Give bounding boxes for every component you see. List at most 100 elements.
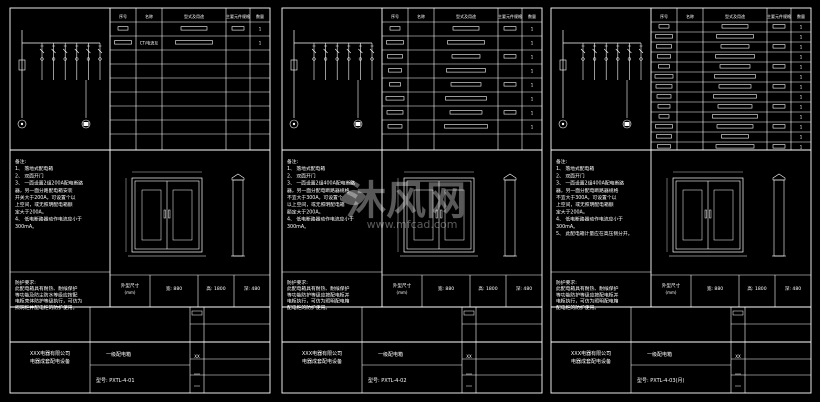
qty-symbol <box>772 24 786 29</box>
note-line: 器，另一面分配电断路器规格 <box>287 187 350 194</box>
remark-line: 防护要求: <box>15 279 36 286</box>
contact-symbol <box>98 57 102 61</box>
cabinet-front <box>672 177 744 253</box>
component-symbol <box>658 64 670 69</box>
component-symbol <box>117 26 129 31</box>
component-symbol <box>655 34 673 39</box>
door-panel-right <box>172 189 193 241</box>
switch-symbol <box>323 48 328 54</box>
table-row-qty: 1 <box>259 27 262 32</box>
switch-symbol <box>86 48 91 54</box>
product-name: 一级配电箱 <box>378 351 403 358</box>
table-row-qty: 1 <box>531 69 534 74</box>
table-row-qty: 1 <box>531 55 534 60</box>
door-panel-left <box>413 189 434 241</box>
dimension-depth: 深: 480 <box>516 285 532 292</box>
table-row-qty: 1 <box>800 95 803 100</box>
switch-symbol <box>311 48 317 54</box>
spec-bar-symbol <box>444 124 488 129</box>
note-line: 备注: <box>287 158 299 165</box>
qty-symbol <box>772 64 786 69</box>
watermark-logo-icon <box>340 189 366 206</box>
note-line: 上空间，或无照明配电箱额 <box>15 201 73 208</box>
qty-symbol <box>503 26 517 31</box>
spec-bar-symbol <box>715 54 755 59</box>
note-line: 3、 一面设置2组400A配电断路 <box>556 180 624 187</box>
remark-line: 此配电箱具有耐热、耐候保护 <box>15 285 78 292</box>
dimension-depth: 深: 480 <box>785 285 801 292</box>
table-header-cell: 数量 <box>256 13 264 19</box>
switch-symbol <box>638 48 644 54</box>
title-cell-text: XX <box>194 354 200 359</box>
watermark-brand: 沐风网 <box>346 178 466 224</box>
table-row-qty: 1 <box>531 125 534 130</box>
spec-bar-symbol <box>716 124 754 129</box>
contact-symbol <box>347 57 351 61</box>
remark-line: 防护要求: <box>287 279 308 286</box>
meter-symbol <box>622 119 632 129</box>
door-handle <box>440 209 443 219</box>
contact-symbol <box>86 57 91 61</box>
dimension-height: 高: 1800 <box>478 285 497 292</box>
table-header-cell: 主要元件规格 <box>498 13 522 19</box>
table-row-qty: 1 <box>800 145 803 150</box>
table-row-qty: 1 <box>800 135 803 140</box>
note-line: 2、 双面开门 <box>287 172 316 179</box>
main-breaker-symbol <box>18 59 26 71</box>
sheet-border <box>281 7 543 394</box>
table-row-qty: 1 <box>259 41 262 46</box>
table-row-qty: 1 <box>800 45 803 50</box>
note-line: 300mA。 <box>287 224 309 230</box>
component-symbol <box>656 94 672 99</box>
note-line: 3、 一面设置2组200A配电断路 <box>15 180 83 187</box>
table-row-qty: 1 <box>800 125 803 130</box>
spec-bar-symbol <box>713 94 757 99</box>
switch-symbol <box>615 48 621 54</box>
door-handle <box>704 209 707 219</box>
drawing-sheet-2: 序号名称型式及用途主要元件规格数量11111111备注:1、 落地式配电箱2、 … <box>281 7 543 394</box>
note-line: 定大于200A。 <box>556 208 588 215</box>
remark-line: 电柜执行，可仿为照明配电箱 <box>287 298 350 305</box>
table-row-qty: 1 <box>800 75 803 80</box>
table-header-cell: 型式及用途 <box>184 13 204 19</box>
cabinet-front <box>403 177 475 253</box>
note-line: 2、 双面开门 <box>15 172 44 179</box>
door-handle <box>168 209 171 219</box>
dimension-width: 宽: 880 <box>438 285 454 292</box>
table-row-qty: 1 <box>531 97 534 102</box>
note-line: 备注: <box>556 158 568 165</box>
component-symbol <box>654 74 674 79</box>
door-handle <box>435 209 438 219</box>
spec-bar-symbol <box>447 40 485 45</box>
contact-symbol <box>370 57 374 61</box>
door-panel-right <box>713 189 734 241</box>
spec-bar-symbol <box>719 64 751 69</box>
sheet-border <box>9 7 271 394</box>
remark-line: 等功能及防尘防水等级应按配 <box>15 291 78 298</box>
component-symbol <box>114 40 132 45</box>
component-symbol <box>389 82 401 87</box>
switch-symbol <box>74 48 80 54</box>
table-row-qty: 1 <box>800 85 803 90</box>
remark-line: 配电柜的防护使用。 <box>287 304 330 311</box>
remark-line: 等功能防护等级应按配电柜并 <box>556 291 619 298</box>
qty-symbol <box>772 44 786 49</box>
contact-symbol <box>51 57 56 61</box>
switch-symbol <box>51 48 56 54</box>
spec-bar-symbol <box>445 96 487 101</box>
note-line: 器，另一面分路配电箱安装 <box>15 187 73 194</box>
door-panel-right <box>444 189 465 241</box>
qty-symbol <box>772 124 786 129</box>
side-roof <box>503 173 517 181</box>
component-symbol <box>657 104 671 109</box>
door-panel-left <box>141 189 162 241</box>
note-line: 4、 低电断路器动作电流应小于 <box>556 216 623 223</box>
note-line: 开关大于200A，可设置个以 <box>15 194 76 201</box>
title-cell-text: XX <box>466 354 472 359</box>
contact-symbol <box>592 57 597 61</box>
component-symbol <box>385 96 405 101</box>
title-cell-marker <box>191 310 203 316</box>
table-header-cell: 型式及用途 <box>456 13 476 19</box>
contact-symbol <box>323 57 328 61</box>
